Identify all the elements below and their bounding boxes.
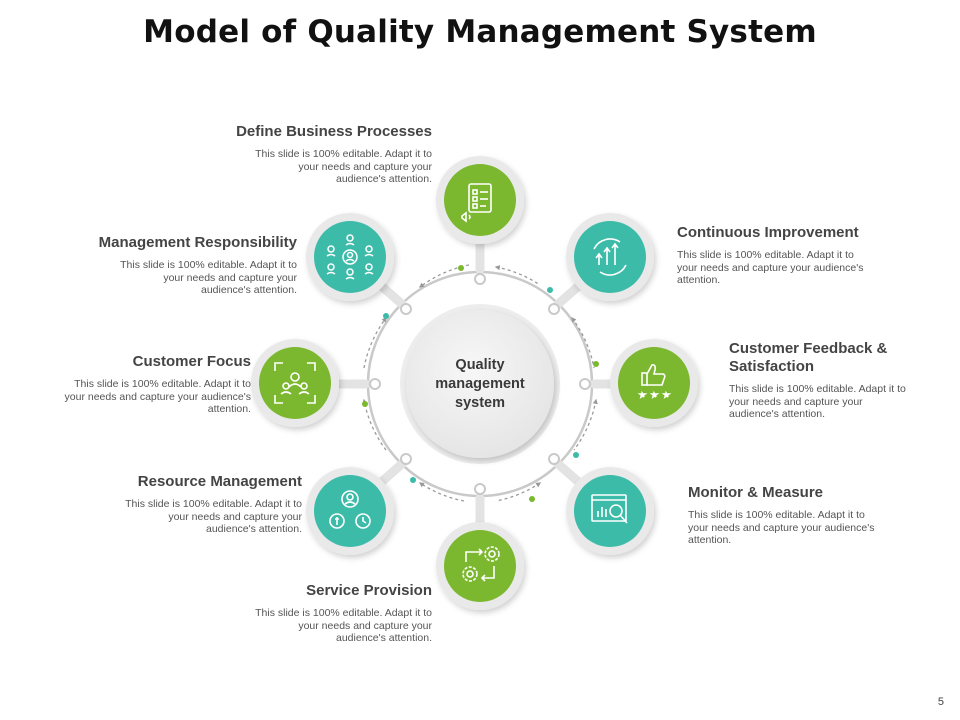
team-network-icon: [326, 234, 374, 280]
center-circle: [406, 310, 554, 458]
page-number: 5: [937, 696, 944, 708]
resources-icon: [329, 490, 371, 529]
node-desc: This slide is 100% editable. Adapt it to…: [255, 607, 432, 645]
checklist-icon: [461, 183, 492, 223]
label-monitor: Monitor & Measure This slide is 100% edi…: [688, 484, 908, 547]
label-management: Management Responsibility This slide is …: [37, 234, 297, 297]
node-desc: This slide is 100% editable. Adapt it to…: [125, 498, 302, 536]
node-desc: This slide is 100% editable. Adapt it to…: [729, 383, 906, 421]
ring-joints: [369, 273, 591, 495]
slide-title: Model of Quality Management System: [143, 14, 817, 50]
node-desc: This slide is 100% editable. Adapt it to…: [64, 378, 251, 416]
node-title: Define Business Processes: [236, 123, 432, 140]
node-title: Management Responsibility: [98, 234, 297, 251]
node-customer-focus: [251, 339, 339, 427]
node-monitor: [566, 467, 654, 555]
node-desc: This slide is 100% editable. Adapt it to…: [688, 509, 875, 547]
node-title: Resource Management: [137, 473, 302, 490]
monitor-analytics-icon: [591, 494, 628, 524]
node-resource: [306, 467, 394, 555]
node-desc: This slide is 100% editable. Adapt it to…: [120, 259, 297, 297]
cycle-arrows: [362, 264, 598, 502]
node-feedback: [610, 339, 698, 427]
thumbs-up-rating-icon: [637, 364, 672, 399]
label-feedback: Customer Feedback & Satisfaction This sl…: [729, 340, 909, 421]
accent-dots: [362, 265, 599, 502]
node-desc: This slide is 100% editable. Adapt it to…: [677, 249, 864, 287]
customer-focus-icon: [274, 362, 316, 404]
node-title: Monitor & Measure: [688, 484, 824, 501]
gears-process-icon: [462, 546, 500, 582]
label-customer-focus: Customer Focus This slide is 100% editab…: [31, 353, 251, 416]
label-resource: Resource Management This slide is 100% e…: [62, 473, 302, 536]
label-continuous: Continuous Improvement This slide is 100…: [677, 224, 917, 287]
center-label: Quality management system: [435, 357, 525, 411]
node-management: [306, 213, 394, 301]
label-service: Service Provision This slide is 100% edi…: [192, 582, 432, 645]
node-title: Customer Feedback & Satisfaction: [729, 340, 888, 375]
improvement-cycle-icon: [593, 238, 627, 276]
node-title: Customer Focus: [132, 353, 251, 370]
node-title: Continuous Improvement: [677, 224, 859, 241]
node-continuous: [566, 213, 654, 301]
node-title: Service Provision: [306, 582, 432, 599]
node-desc: This slide is 100% editable. Adapt it to…: [255, 148, 432, 186]
node-service: [436, 522, 524, 610]
label-define: Define Business Processes This slide is …: [192, 123, 432, 186]
node-define: [436, 156, 524, 244]
